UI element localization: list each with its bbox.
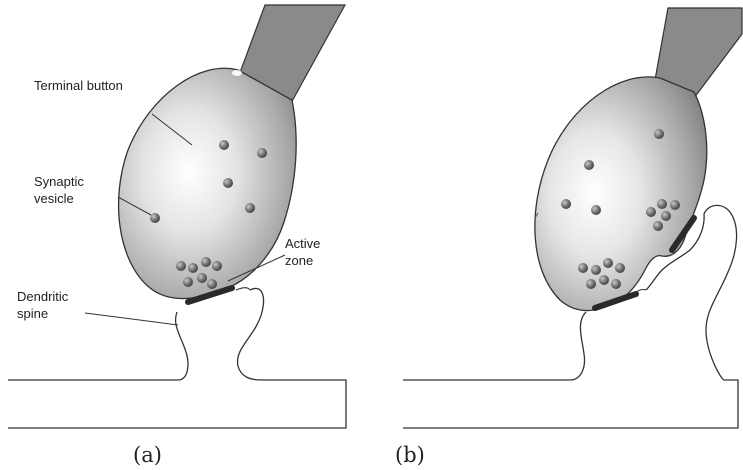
vesicle — [197, 273, 207, 283]
vesicle — [245, 203, 255, 213]
vesicle — [207, 279, 217, 289]
label-active-zone-2: zone — [285, 253, 313, 268]
vesicle — [561, 199, 571, 209]
terminal-button-b — [535, 77, 707, 311]
vesicle — [611, 279, 621, 289]
synaptic-cleft-a — [236, 288, 250, 290]
panel-a: Terminal button Synaptic vesicle Active … — [8, 5, 346, 467]
vesicle — [212, 261, 222, 271]
synaptic-vesicle — [150, 213, 160, 223]
vesicle — [188, 263, 198, 273]
vesicle — [223, 178, 233, 188]
label-terminal-button: Terminal button — [34, 78, 123, 93]
leader-dendritic-spine — [85, 313, 178, 325]
vesicle — [586, 279, 596, 289]
vesicle — [578, 263, 588, 273]
vesicle — [599, 275, 609, 285]
vesicle — [661, 211, 671, 221]
vesicle — [257, 148, 267, 158]
label-active-zone-1: Active — [285, 236, 320, 251]
vesicle — [183, 277, 193, 287]
synaptic-cleft-b — [636, 290, 646, 293]
vesicle — [657, 199, 667, 209]
vesicle — [603, 258, 613, 268]
vesicle — [670, 200, 680, 210]
label-dendritic-spine-2: spine — [17, 306, 48, 321]
label-dendritic-spine-1: Dendritic — [17, 289, 69, 304]
label-synaptic-vesicle-1: Synaptic — [34, 174, 84, 189]
dendrite-a — [8, 288, 346, 428]
vesicle — [615, 263, 625, 273]
vesicle — [591, 205, 601, 215]
vesicle — [584, 160, 594, 170]
vesicle — [591, 265, 601, 275]
vesicle — [176, 261, 186, 271]
vesicle — [201, 257, 211, 267]
vesicle — [653, 221, 663, 231]
vesicle — [654, 129, 664, 139]
caption-b: (b) — [395, 443, 425, 467]
panel-b: (b) — [395, 8, 742, 467]
caption-a: (a) — [133, 443, 162, 467]
highlight-a — [232, 70, 242, 76]
vesicle — [646, 207, 656, 217]
label-synaptic-vesicle-2: vesicle — [34, 191, 74, 206]
vesicle — [219, 140, 229, 150]
